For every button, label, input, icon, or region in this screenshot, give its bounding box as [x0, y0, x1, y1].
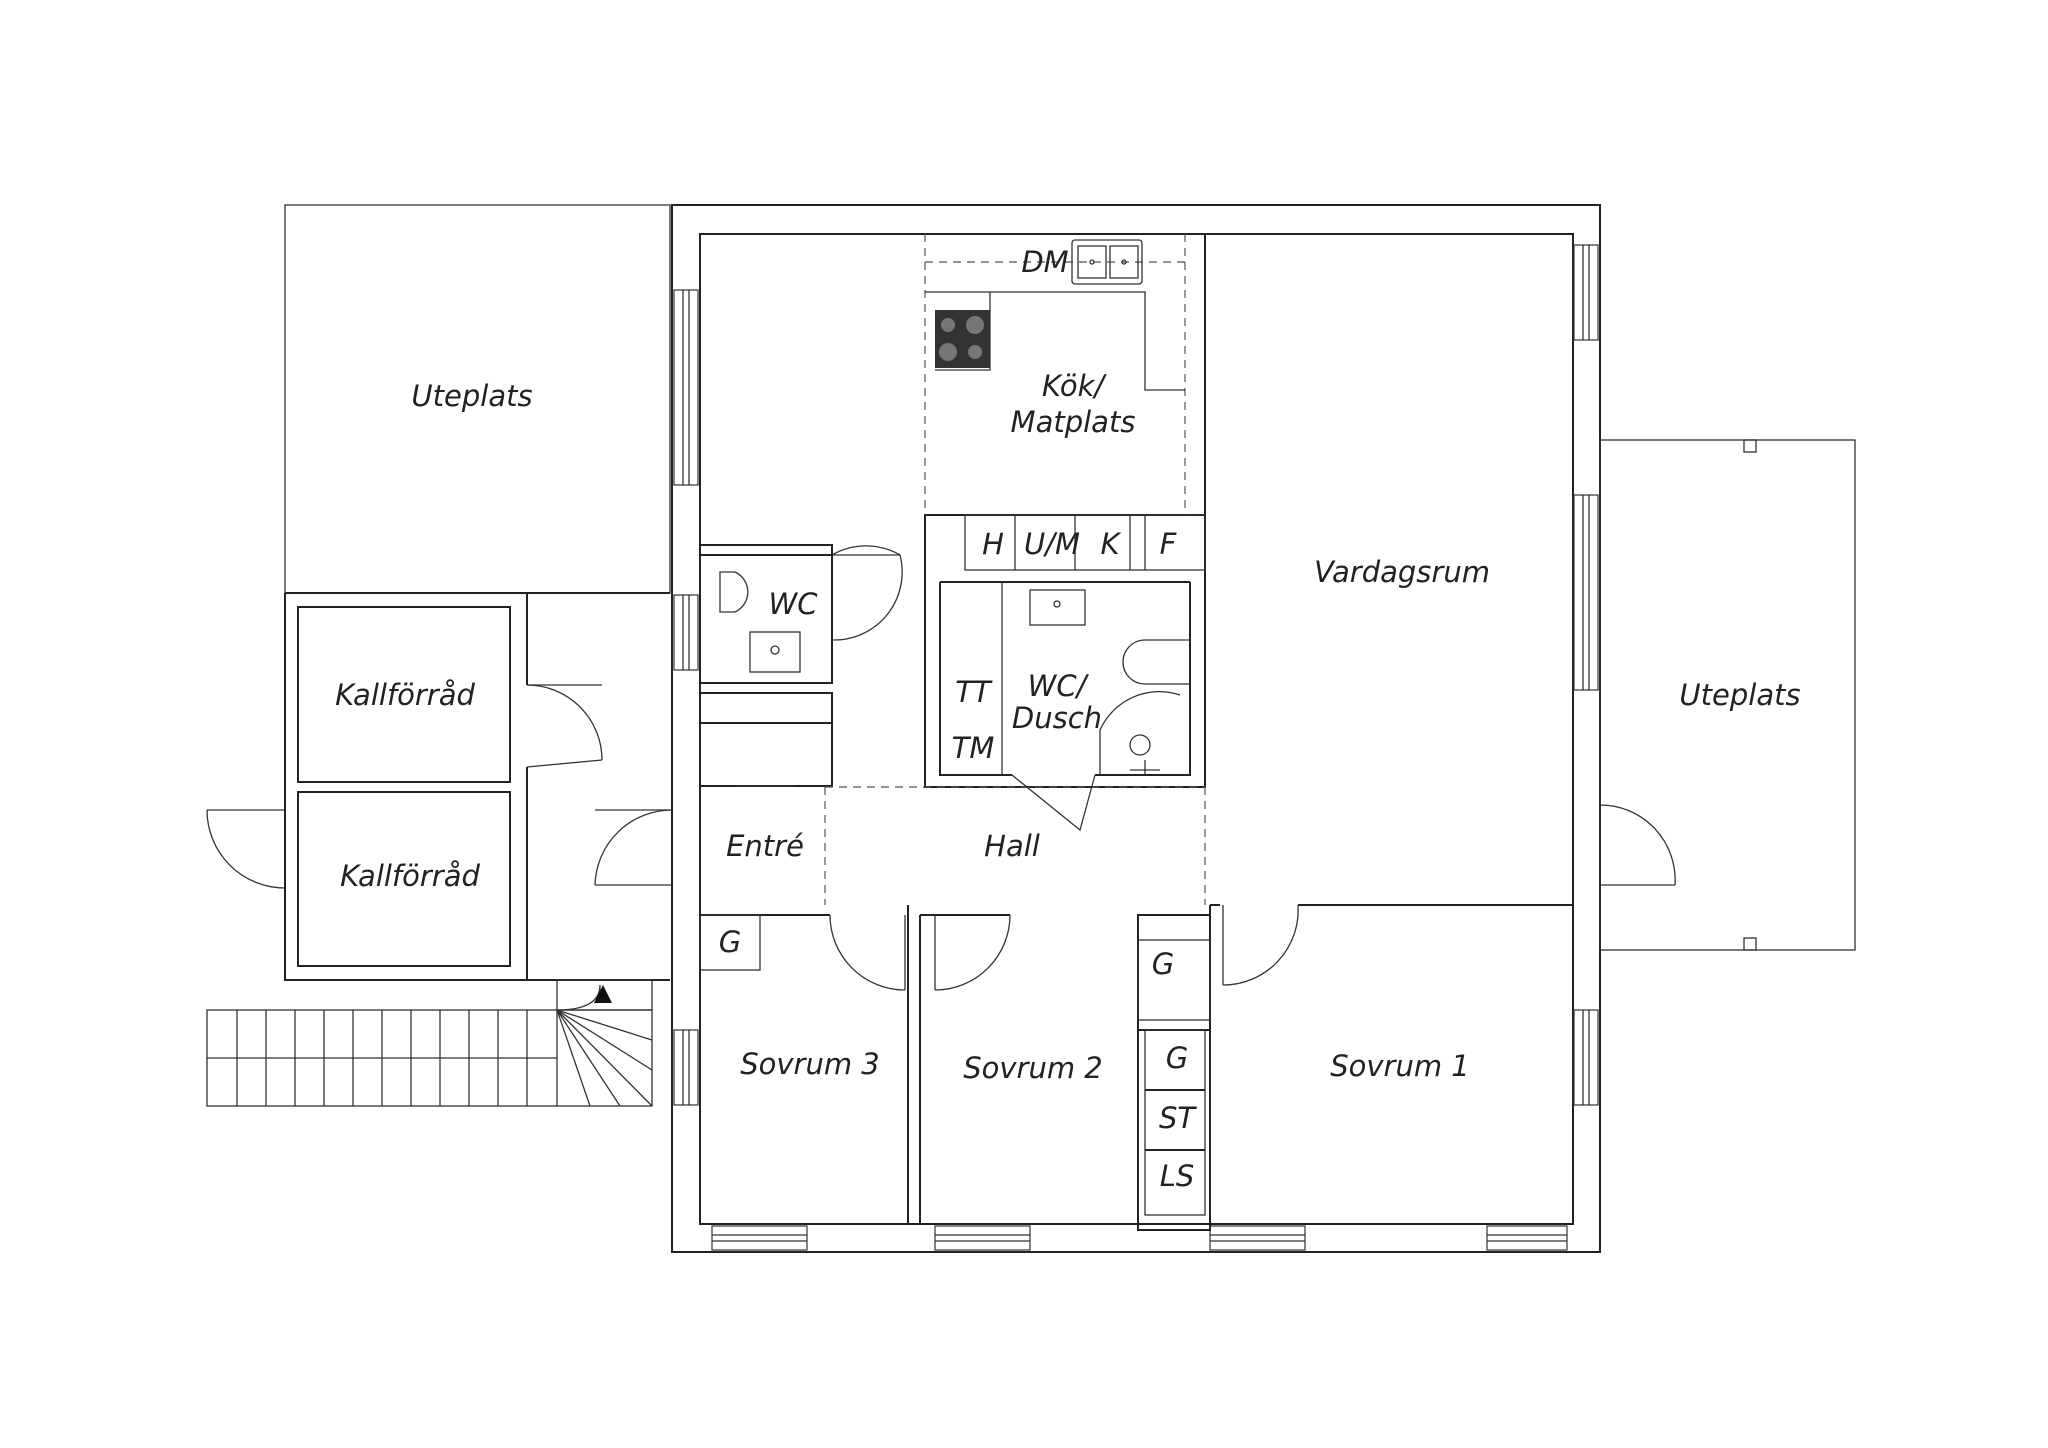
fixture-label-tm: TM [952, 731, 995, 765]
wardrobe-sovrum2 [1137, 939, 1211, 1021]
room-label-wc: WC [769, 587, 819, 621]
windows [673, 244, 1599, 1251]
fixture-label-g-sovrum2: G [1152, 947, 1174, 981]
uteplats-right-area [1599, 439, 1856, 951]
fixture-label-um: U/M [1024, 527, 1080, 561]
washbasin-icon [749, 631, 801, 673]
toilet-icon [719, 571, 749, 613]
room-label-hall: Hall [984, 829, 1040, 863]
room-label-kallforrad-lower: Kallförråd [340, 859, 480, 893]
fixture-label-f: F [1160, 527, 1178, 561]
kitchen-fixtures [925, 239, 1206, 571]
fixture-label-k: K [1100, 527, 1121, 561]
dashed-zones [824, 234, 1206, 905]
room-label-wc-dusch-2: Dusch [1012, 701, 1102, 735]
room-label-entre: Entré [726, 829, 804, 863]
room-label-matplats: Matplats [1011, 405, 1136, 439]
house-walls [671, 204, 1601, 1253]
fixture-label-tt: TT [955, 675, 993, 709]
kallforrad-block [206, 592, 670, 981]
room-label-uteplats-right: Uteplats [1679, 678, 1800, 712]
bathroom-fixtures [719, 571, 1190, 775]
doors [594, 545, 1676, 991]
room-label-kok: Kök/ [1042, 369, 1108, 403]
room-label-wc-dusch-1: WC/ [1028, 669, 1090, 703]
shower-icon [1099, 690, 1181, 775]
wardrobe-sovrum3 [699, 914, 761, 971]
stair-direction-arrow-icon [594, 985, 612, 1003]
fixture-label-ls: LS [1160, 1159, 1195, 1193]
room-label-vardagsrum: Vardagsrum [1314, 555, 1490, 589]
fixture-label-g-closet: G [1166, 1041, 1188, 1075]
room-label-kallforrad-upper: Kallförråd [335, 678, 475, 712]
fixture-label-st: ST [1159, 1101, 1197, 1135]
room-label-sovrum1: Sovrum 1 [1330, 1049, 1470, 1083]
fixture-label-dm: DM [1021, 245, 1068, 279]
room-label-sovrum2: Sovrum 2 [963, 1051, 1103, 1085]
room-label-sovrum3: Sovrum 3 [740, 1047, 880, 1081]
fixture-label-g-sovrum3: G [719, 925, 741, 959]
room-label-uteplats-left: Uteplats [411, 379, 532, 413]
fixture-label-h: H [982, 527, 1004, 561]
sink-icon [1077, 245, 1107, 279]
stairs [206, 979, 653, 1107]
